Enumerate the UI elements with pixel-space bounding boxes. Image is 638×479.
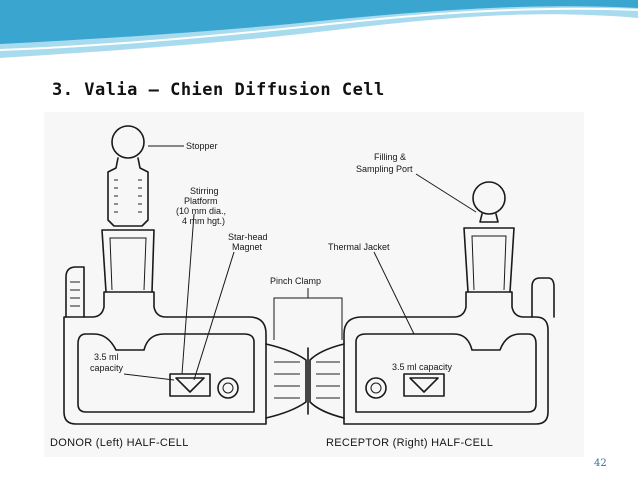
star-head-magnet (175, 377, 205, 393)
flange-hatch (274, 361, 340, 399)
label-thermal-jacket: Thermal Jacket (328, 242, 390, 252)
slide-title: 3. Valia – Chien Diffusion Cell (52, 80, 385, 100)
filling-port-leader (415, 173, 477, 213)
receptor-stirring-platform (403, 373, 445, 397)
filling-port-knob (472, 181, 506, 215)
label-donor-capacity-1: 3.5 ml (94, 352, 119, 362)
receptor-neck-inner (471, 235, 507, 291)
receptor-side-tube (531, 277, 555, 318)
label-donor-half-cell: DONOR (Left) HALF-CELL (50, 437, 189, 449)
stirring-platform (169, 373, 211, 397)
label-magnet-1: Star-head (228, 232, 268, 242)
label-stirring-3: (10 mm dia., (176, 206, 226, 216)
receptor-half-cell (343, 181, 555, 425)
membrane-junction (265, 288, 345, 419)
diagram-labels: Stopper Filling & Sampling Port Stirring… (50, 141, 493, 449)
wave-highlight (0, 7, 638, 51)
receptor-sampling-ring (365, 377, 387, 399)
stopper-ground-glass (114, 179, 142, 213)
donor-sampling-ring-inner (222, 382, 234, 394)
donor-side-tube (65, 266, 85, 318)
label-filling-port-2: Sampling Port (356, 164, 413, 174)
donor-side-tube-hatch (70, 281, 80, 307)
leader-lines (123, 145, 477, 381)
stopper-knob (111, 125, 145, 159)
receptor-magnet (409, 377, 439, 393)
label-pinch-clamp: Pinch Clamp (270, 276, 321, 286)
receptor-inner-chamber (355, 333, 537, 413)
diffusion-cell-diagram: Stopper Filling & Sampling Port Stirring… (44, 112, 584, 457)
stirring-platform-leader (181, 213, 195, 375)
left-flange (265, 343, 307, 419)
label-stopper: Stopper (186, 141, 218, 151)
receptor-sampling-ring-inner (370, 382, 382, 394)
donor-outer-jacket (63, 291, 267, 425)
label-stirring-2: Platform (184, 196, 218, 206)
donor-inner-chamber (77, 333, 255, 413)
stopper-body (107, 157, 149, 227)
label-stirring-1: Stirring (190, 186, 219, 196)
magnet-leader (193, 251, 235, 381)
label-stirring-4: 4 mm hgt.) (182, 216, 225, 226)
donor-neck-inner (109, 237, 147, 291)
label-receptor-half-cell: RECEPTOR (Right) HALF-CELL (326, 437, 493, 449)
wave-dark-band (0, 0, 638, 44)
label-filling-port-1: Filling & (374, 152, 406, 162)
filling-port-stem (479, 213, 499, 223)
right-flange (309, 343, 345, 419)
receptor-outer-jacket (343, 291, 549, 425)
donor-capacity-leader (123, 373, 175, 381)
donor-neck (101, 229, 155, 293)
header-wave (0, 0, 638, 58)
donor-half-cell (63, 125, 267, 425)
scan-background (44, 112, 584, 457)
label-receptor-capacity: 3.5 ml capacity (392, 362, 453, 372)
label-magnet-2: Magnet (232, 242, 263, 252)
page-number: 42 (594, 458, 607, 469)
label-donor-capacity-2: capacity (90, 363, 124, 373)
donor-sampling-ring (217, 377, 239, 399)
thermal-jacket-leader (373, 251, 415, 335)
receptor-neck (463, 227, 515, 293)
